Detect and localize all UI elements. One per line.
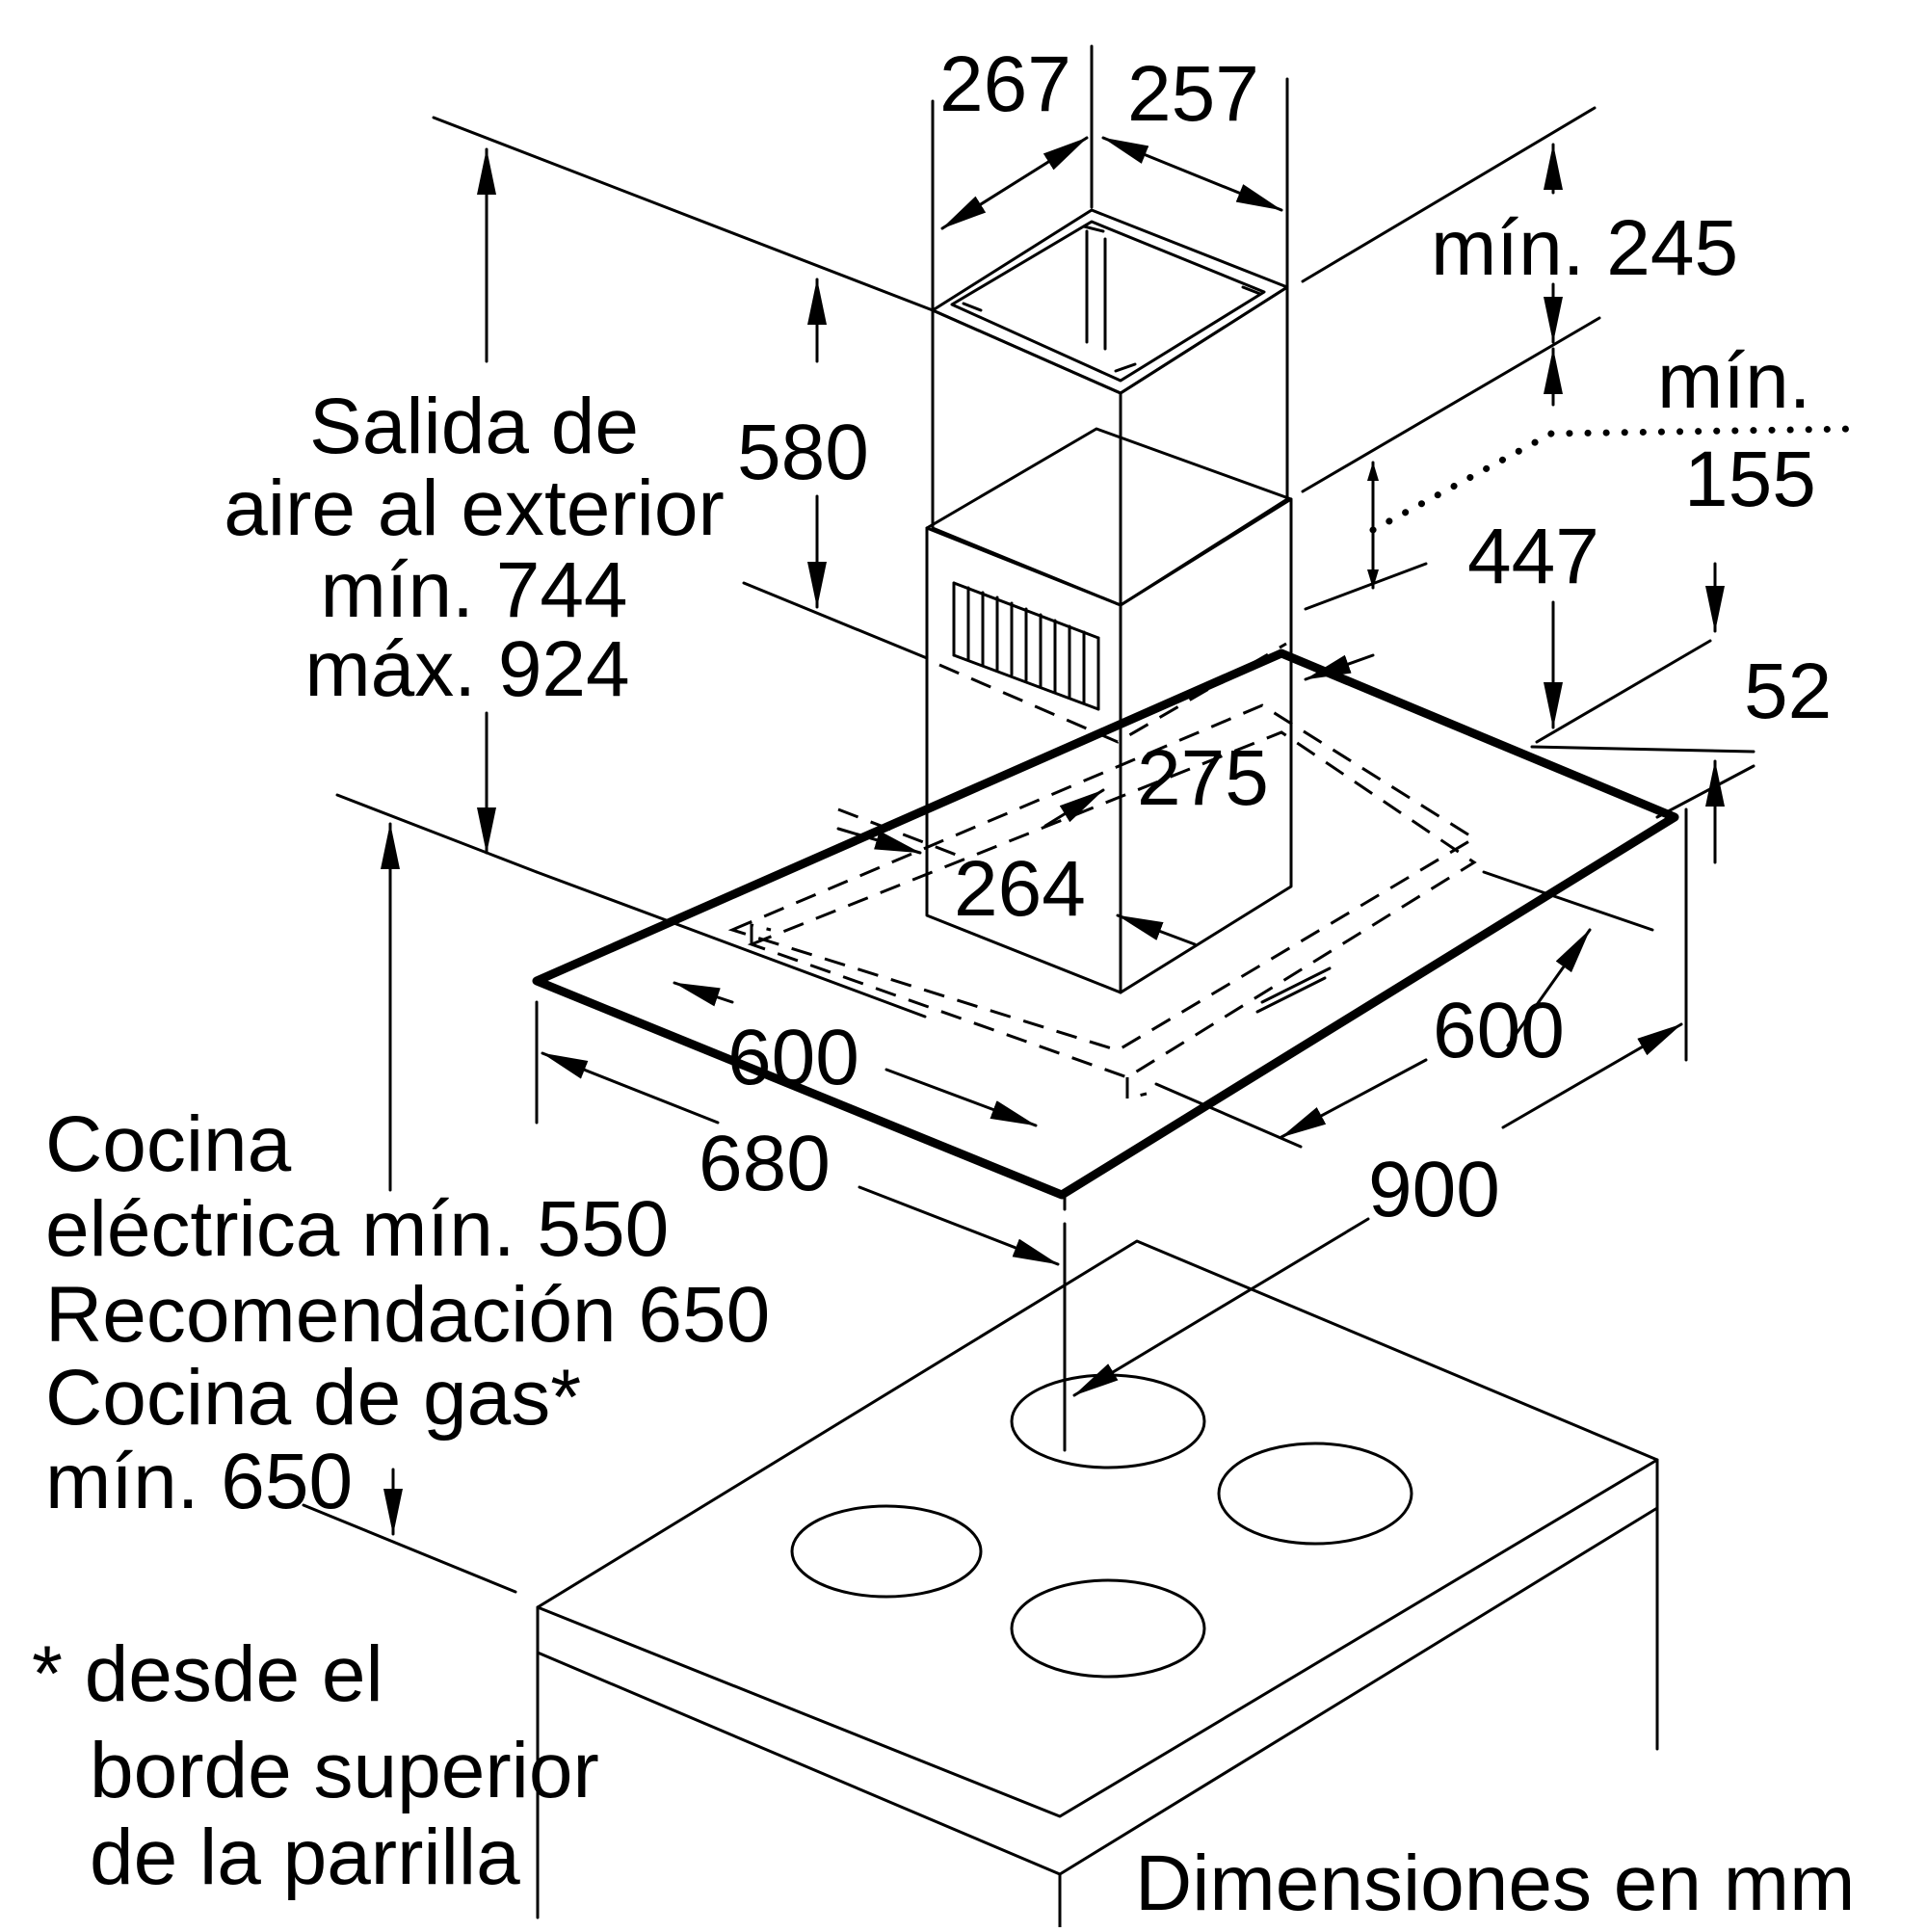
footnote-line-2: borde superior: [90, 1727, 599, 1814]
cooktop-clearance-line-3: Recomendación 650: [45, 1271, 770, 1359]
dim-filter-width: 600: [1433, 987, 1565, 1074]
dim-hood-width: 900: [1368, 1146, 1500, 1233]
mounting-bracket: [1085, 229, 1107, 351]
hood-glass-outline: [532, 648, 1679, 1200]
filter-outline-upper: [727, 703, 1477, 1052]
burner-right: [1217, 1442, 1413, 1546]
air-outlet-line-3: mín. 744: [320, 546, 627, 634]
air-outlet-note: Salida de aire al exterior mín. 744 máx.…: [224, 383, 725, 713]
footnote-line-3: de la parrilla: [90, 1813, 520, 1901]
dim-filter-depth: 600: [727, 1014, 859, 1101]
cooktop: [536, 1239, 1659, 1929]
air-outlet-line-2: aire al exterior: [224, 464, 725, 552]
filter-dash-a: [837, 807, 964, 860]
dim-duct-width: 257: [1127, 50, 1259, 138]
extension-lines: [302, 44, 1755, 1594]
control-panel-mark: [1255, 966, 1332, 1014]
dim-top-min: mín. 245: [1431, 204, 1738, 292]
filter-dash-c: [750, 923, 772, 944]
chimney-upper-top: [931, 208, 1289, 395]
dim-side-min-word: mín.: [1657, 337, 1810, 425]
dimension-labels: 267 257 mín. 245 mín. 155 580 447 52 275…: [699, 40, 1832, 1233]
chimney-upper-inner-rim: [950, 220, 1266, 383]
burner-back: [1010, 1373, 1206, 1469]
dim-duct-side: 264: [954, 845, 1086, 933]
dimension-arrows: [381, 136, 1725, 1536]
filter-outline-lower: [747, 730, 1477, 1079]
dim-side-min-value: 155: [1684, 436, 1816, 523]
dim-lower-height: 447: [1467, 513, 1599, 600]
dim-upper-duct-height: 580: [737, 409, 869, 496]
hood-canopy: [532, 648, 1679, 1200]
vent-slots: [952, 581, 1100, 711]
cooktop-clearance-line-5: mín. 650: [45, 1438, 353, 1525]
footnote: * desde el borde superior de la parrilla: [32, 1630, 599, 1901]
burner-left: [790, 1504, 983, 1599]
chimney-hidden-edge: [938, 642, 1287, 744]
chimney-upper: [931, 208, 1289, 607]
air-outlet-line-1: Salida de: [309, 383, 639, 470]
dim-glass-thickness: 52: [1744, 648, 1832, 735]
cooktop-clearance-line-4: Cocina de gas*: [45, 1354, 581, 1442]
dim-duct-depth: 267: [939, 40, 1071, 128]
footnote-line-1: * desde el: [32, 1630, 383, 1718]
filter-dash-b: [1125, 1077, 1148, 1100]
dim-hood-depth: 680: [699, 1120, 831, 1207]
chimney-lower-top-edges: [925, 427, 1293, 530]
dotted-extension: [1369, 425, 1859, 534]
burner-front: [1010, 1578, 1206, 1679]
cooktop-clearance-note: Cocina eléctrica mín. 550 Recomendación …: [45, 1100, 770, 1525]
cooktop-edge: [536, 1458, 1659, 1876]
cooktop-clearance-line-1: Cocina: [45, 1100, 292, 1188]
units-note: Dimensiones en mm: [1135, 1839, 1855, 1927]
cooktop-clearance-line-2: eléctrica mín. 550: [45, 1185, 669, 1273]
bracket-holes: [962, 225, 1262, 373]
chimney-upper-left-face: [931, 308, 1122, 607]
air-outlet-line-4: máx. 924: [304, 625, 629, 713]
dim-duct-front: 275: [1137, 734, 1269, 822]
